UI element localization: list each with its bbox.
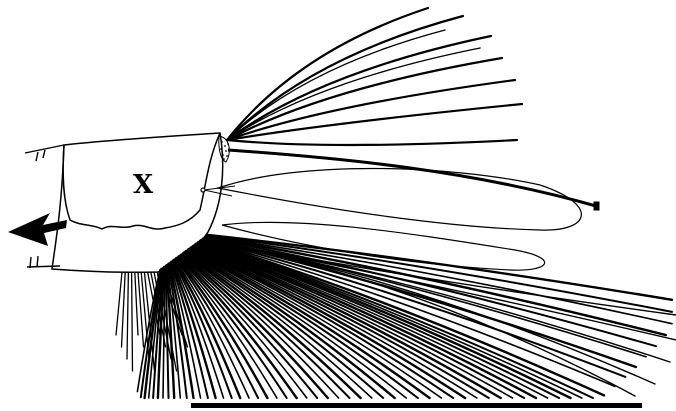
anterior-segment-stub	[25, 145, 64, 268]
ventral-seta	[135, 272, 138, 335]
dorsal-seta	[227, 48, 480, 140]
scale-bar	[191, 403, 642, 408]
dorsal-setae-tuft	[227, 8, 522, 145]
ventral-seta	[122, 272, 126, 347]
ventral-seta	[116, 272, 122, 335]
segment-label: X	[133, 170, 154, 200]
ventral-seta	[127, 272, 128, 359]
ventral-seta	[132, 272, 133, 371]
lateral-seta	[228, 150, 599, 210]
dorsal-seta	[227, 104, 522, 140]
dorsal-seta	[227, 140, 517, 145]
